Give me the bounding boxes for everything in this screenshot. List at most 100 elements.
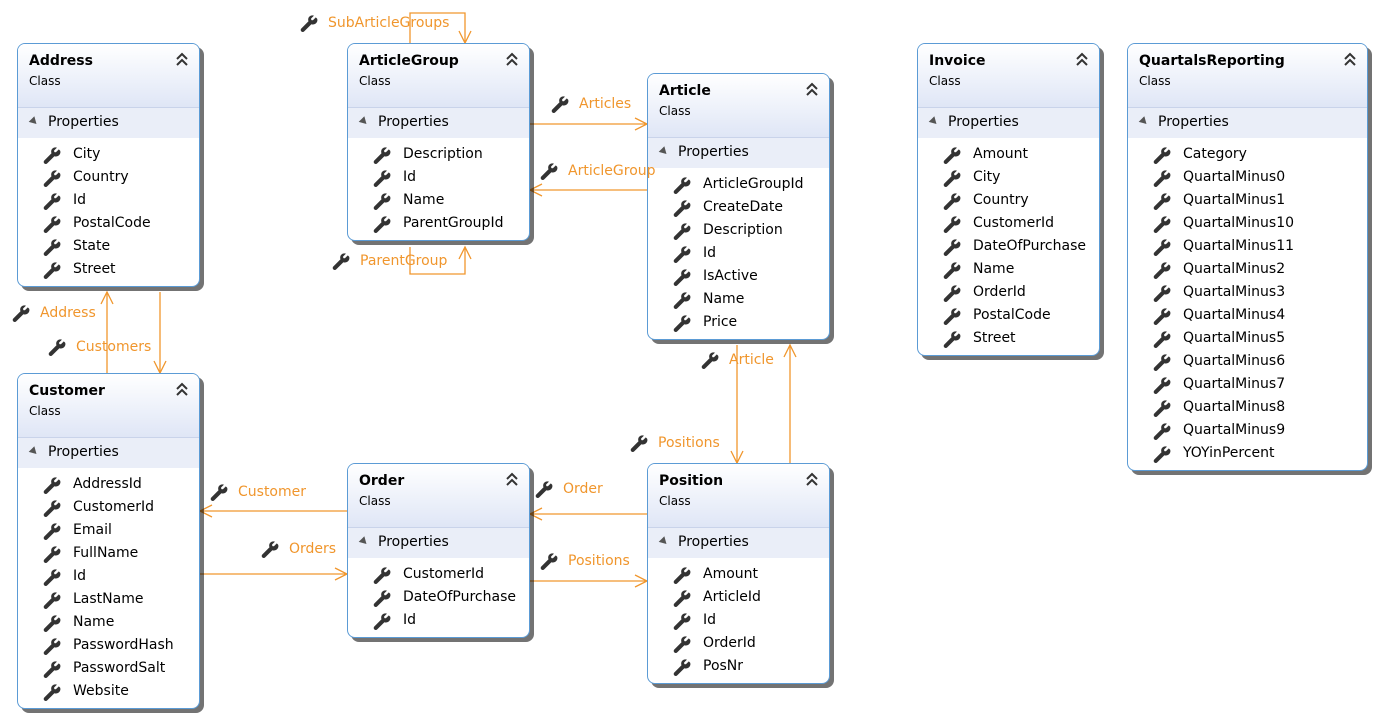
property-item[interactable]: ParentGroupId bbox=[348, 213, 529, 236]
double-chevron-up-icon[interactable] bbox=[1075, 51, 1089, 67]
double-chevron-up-icon[interactable] bbox=[1343, 51, 1357, 67]
properties-section-header[interactable]: Properties bbox=[18, 438, 199, 468]
property-item[interactable]: Price bbox=[648, 312, 829, 335]
triangle-expanded-icon[interactable] bbox=[358, 536, 370, 547]
property-item[interactable]: QuartalMinus0 bbox=[1128, 167, 1367, 190]
property-item[interactable]: State bbox=[18, 236, 199, 259]
properties-section-header[interactable]: Properties bbox=[918, 108, 1099, 138]
property-item[interactable]: Amount bbox=[648, 564, 829, 587]
property-item[interactable]: QuartalMinus6 bbox=[1128, 351, 1367, 374]
double-chevron-up-icon[interactable] bbox=[805, 471, 819, 487]
properties-section-header[interactable]: Properties bbox=[648, 528, 829, 558]
property-item[interactable]: Category bbox=[1128, 144, 1367, 167]
property-item[interactable]: Email bbox=[18, 520, 199, 543]
property-item[interactable]: QuartalMinus3 bbox=[1128, 282, 1367, 305]
property-item[interactable]: CustomerId bbox=[18, 497, 199, 520]
property-item[interactable]: Country bbox=[918, 190, 1099, 213]
property-item[interactable]: Street bbox=[18, 259, 199, 282]
property-item[interactable]: Name bbox=[348, 190, 529, 213]
property-item[interactable]: PosNr bbox=[648, 656, 829, 679]
property-item[interactable]: Country bbox=[18, 167, 199, 190]
property-item[interactable]: PasswordHash bbox=[18, 635, 199, 658]
property-item[interactable]: QuartalMinus10 bbox=[1128, 213, 1367, 236]
property-item[interactable]: Name bbox=[648, 289, 829, 312]
property-item[interactable]: Description bbox=[648, 220, 829, 243]
property-item[interactable]: Id bbox=[348, 167, 529, 190]
property-item[interactable]: AddressId bbox=[18, 474, 199, 497]
property-item[interactable]: QuartalMinus7 bbox=[1128, 374, 1367, 397]
triangle-expanded-icon[interactable] bbox=[658, 146, 670, 157]
property-item[interactable]: ArticleGroupId bbox=[648, 174, 829, 197]
property-item[interactable]: Id bbox=[648, 610, 829, 633]
property-item[interactable]: OrderId bbox=[648, 633, 829, 656]
property-item[interactable]: QuartalMinus5 bbox=[1128, 328, 1367, 351]
property-item[interactable]: QuartalMinus8 bbox=[1128, 397, 1367, 420]
property-item[interactable]: YOYinPercent bbox=[1128, 443, 1367, 466]
property-item[interactable]: CreateDate bbox=[648, 197, 829, 220]
triangle-expanded-icon[interactable] bbox=[28, 446, 40, 457]
triangle-expanded-icon[interactable] bbox=[358, 116, 370, 127]
property-item[interactable]: Description bbox=[348, 144, 529, 167]
triangle-expanded-icon[interactable] bbox=[928, 116, 940, 127]
property-item[interactable]: Name bbox=[18, 612, 199, 635]
properties-section-header[interactable]: Properties bbox=[348, 108, 529, 138]
property-item[interactable]: QuartalMinus4 bbox=[1128, 305, 1367, 328]
double-chevron-up-icon[interactable] bbox=[505, 471, 519, 487]
property-item[interactable]: City bbox=[18, 144, 199, 167]
property-item[interactable]: QuartalMinus2 bbox=[1128, 259, 1367, 282]
property-item[interactable]: Name bbox=[918, 259, 1099, 282]
property-item[interactable]: Id bbox=[18, 190, 199, 213]
property-item[interactable]: DateOfPurchase bbox=[918, 236, 1099, 259]
property-item[interactable]: DateOfPurchase bbox=[348, 587, 529, 610]
property-item[interactable]: OrderId bbox=[918, 282, 1099, 305]
property-item[interactable]: PostalCode bbox=[918, 305, 1099, 328]
double-chevron-up-icon[interactable] bbox=[505, 51, 519, 67]
property-item[interactable]: IsActive bbox=[648, 266, 829, 289]
triangle-expanded-icon[interactable] bbox=[1138, 116, 1150, 127]
double-chevron-up-icon[interactable] bbox=[805, 81, 819, 97]
property-item[interactable]: LastName bbox=[18, 589, 199, 612]
property-item[interactable]: QuartalMinus11 bbox=[1128, 236, 1367, 259]
property-item[interactable]: Id bbox=[18, 566, 199, 589]
property-item[interactable]: FullName bbox=[18, 543, 199, 566]
property-item[interactable]: Street bbox=[918, 328, 1099, 351]
parent-group-line[interactable] bbox=[409, 247, 466, 275]
property-item[interactable]: PasswordSalt bbox=[18, 658, 199, 681]
property-item[interactable]: PostalCode bbox=[18, 213, 199, 236]
property-item[interactable]: ArticleId bbox=[648, 587, 829, 610]
triangle-expanded-icon[interactable] bbox=[658, 536, 670, 547]
property-item[interactable]: CustomerId bbox=[918, 213, 1099, 236]
property-item[interactable]: QuartalMinus1 bbox=[1128, 190, 1367, 213]
property-item[interactable]: Amount bbox=[918, 144, 1099, 167]
property-item[interactable]: Id bbox=[348, 610, 529, 633]
property-item[interactable]: CustomerId bbox=[348, 564, 529, 587]
triangle-expanded-icon[interactable] bbox=[28, 116, 40, 127]
properties-section-header[interactable]: Properties bbox=[1128, 108, 1367, 138]
double-chevron-up-icon[interactable] bbox=[175, 381, 189, 397]
property-item[interactable]: Website bbox=[18, 681, 199, 704]
property-item[interactable]: QuartalMinus9 bbox=[1128, 420, 1367, 443]
sub-article-groups-line[interactable] bbox=[409, 12, 466, 43]
properties-section-header[interactable]: Properties bbox=[348, 528, 529, 558]
properties-section-header[interactable]: Properties bbox=[18, 108, 199, 138]
properties-section-header[interactable]: Properties bbox=[648, 138, 829, 168]
double-chevron-up-icon[interactable] bbox=[175, 51, 189, 67]
property-item[interactable]: Id bbox=[648, 243, 829, 266]
property-item[interactable]: City bbox=[918, 167, 1099, 190]
